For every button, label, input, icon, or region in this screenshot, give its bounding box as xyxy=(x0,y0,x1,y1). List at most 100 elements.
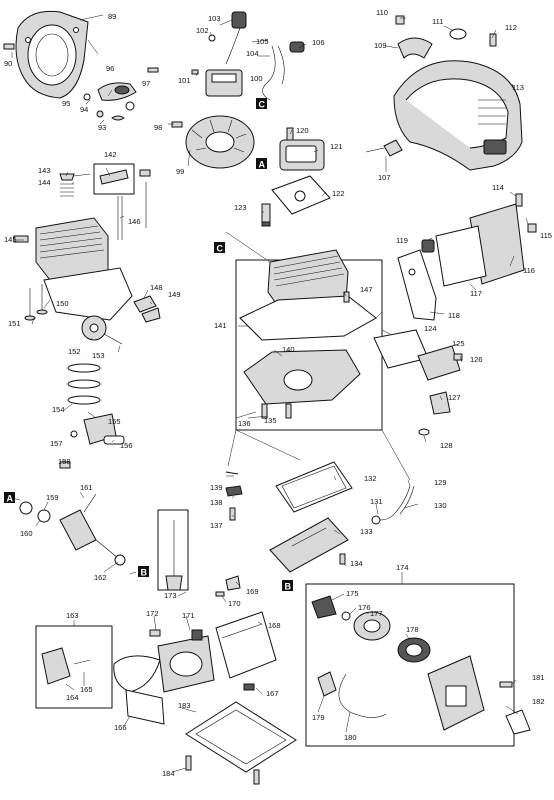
part-144: 144 xyxy=(38,178,51,187)
part-181: 181 xyxy=(532,673,545,682)
part-133: 133 xyxy=(360,527,373,536)
part-numbers: 89 90 93 94 95 96 97 98 99 100 101 102 1… xyxy=(4,8,552,778)
recoil-starter-frame xyxy=(305,583,515,747)
part-138: 138 xyxy=(210,498,223,507)
part-170: 170 xyxy=(228,599,241,608)
part-127: 127 xyxy=(448,393,461,402)
part-166: 166 xyxy=(114,723,127,732)
part-179: 179 xyxy=(312,713,325,722)
part-112: 112 xyxy=(505,23,517,32)
part-95: 95 xyxy=(62,99,70,108)
part-135: 135 xyxy=(264,416,277,425)
rocker-arm-set xyxy=(93,163,151,195)
part-96: 96 xyxy=(106,64,114,73)
part-156: 156 xyxy=(120,441,133,450)
part-90: 90 xyxy=(4,59,12,68)
callout-b-crank: B xyxy=(141,568,148,578)
callout-squares: C A C A B B xyxy=(4,98,293,592)
crankcase xyxy=(243,349,361,405)
air-filter xyxy=(113,655,165,725)
part-104: 104 xyxy=(246,49,259,58)
muffler-bracket xyxy=(397,249,437,321)
part-162: 162 xyxy=(94,573,107,582)
crankcase-bolts xyxy=(261,291,350,419)
air-cleaner-cover xyxy=(215,611,277,691)
part-136: 136 xyxy=(238,419,251,428)
part-164: 164 xyxy=(66,693,79,702)
part-130: 130 xyxy=(434,501,447,510)
part-114: 114 xyxy=(492,183,504,192)
part-154: 154 xyxy=(52,405,65,414)
part-106: 106 xyxy=(312,38,325,47)
carburetor xyxy=(149,629,215,693)
part-167: 167 xyxy=(266,689,279,698)
part-169: 169 xyxy=(246,587,259,596)
piston-rings xyxy=(67,363,101,405)
part-131: 131 xyxy=(370,497,383,506)
part-158: 158 xyxy=(58,457,71,466)
fan-housing xyxy=(15,10,89,99)
cylinder xyxy=(13,217,109,281)
part-153: 153 xyxy=(92,351,105,360)
engine-cover xyxy=(393,60,523,171)
insulator xyxy=(417,345,463,381)
part-149: 149 xyxy=(168,290,181,299)
part-182: 182 xyxy=(532,697,545,706)
part-123: 123 xyxy=(234,203,247,212)
part-102: 102 xyxy=(196,26,209,35)
callout-c-top: C xyxy=(259,100,266,110)
part-119: 119 xyxy=(396,236,408,245)
part-98: 98 xyxy=(154,123,162,132)
part-132: 132 xyxy=(364,474,377,483)
part-93: 93 xyxy=(98,123,106,132)
part-141: 141 xyxy=(214,321,227,330)
part-110: 110 xyxy=(376,8,388,17)
starter-case xyxy=(427,655,513,731)
part-129: 129 xyxy=(434,478,447,487)
valve-spring-set xyxy=(59,173,75,197)
part-105: 105 xyxy=(256,37,269,46)
part-176: 176 xyxy=(358,603,371,612)
fuel-pickup-tube xyxy=(157,509,189,591)
part-128: 128 xyxy=(440,441,453,450)
part-124: 124 xyxy=(424,324,437,333)
callout-b-starter: B xyxy=(285,582,292,592)
part-155: 155 xyxy=(108,417,121,426)
part-113: 113 xyxy=(512,83,524,92)
part-165: 165 xyxy=(80,685,93,694)
part-168: 168 xyxy=(268,621,281,630)
crankcase-lower xyxy=(43,267,133,321)
part-173: 173 xyxy=(164,591,177,600)
part-125: 125 xyxy=(452,339,465,348)
piston xyxy=(59,413,125,469)
part-89: 89 xyxy=(108,12,116,21)
part-180: 180 xyxy=(344,733,357,742)
part-137: 137 xyxy=(210,521,223,530)
part-172: 172 xyxy=(146,609,159,618)
part-101: 101 xyxy=(178,76,191,85)
plug-cover xyxy=(279,127,325,171)
cover-grip xyxy=(395,15,497,59)
small-parts-137-139 xyxy=(225,471,243,521)
valves xyxy=(24,284,48,321)
part-120: 120 xyxy=(296,126,309,135)
callout-a-top: A xyxy=(259,160,266,170)
part-160: 160 xyxy=(20,529,33,538)
part-97: 97 xyxy=(142,79,150,88)
part-147: 147 xyxy=(360,285,373,294)
muffler xyxy=(421,193,537,287)
part-142: 142 xyxy=(104,150,117,159)
base-plate xyxy=(185,701,297,785)
part-175: 175 xyxy=(346,589,359,598)
part-152: 152 xyxy=(68,347,81,356)
flywheel-bolt xyxy=(3,43,15,50)
part-178: 178 xyxy=(406,625,419,634)
crankshaft xyxy=(19,493,126,566)
cam-followers xyxy=(133,295,161,323)
part-99: 99 xyxy=(176,167,184,176)
push-rods xyxy=(117,182,147,240)
starter-pulley-assembly xyxy=(83,67,159,121)
spark-plug xyxy=(261,203,271,227)
part-146: 146 xyxy=(128,217,141,226)
